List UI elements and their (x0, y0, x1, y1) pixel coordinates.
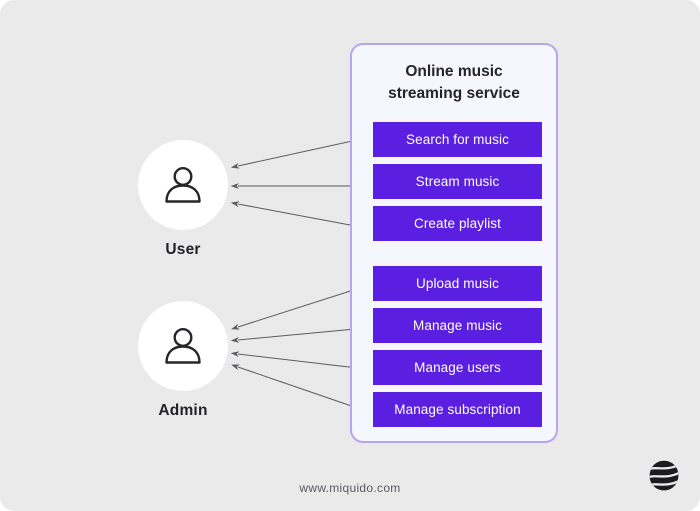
association-admin-manage-users (230, 351, 367, 371)
association-user-playlist (230, 201, 367, 230)
system-title: Online music streaming service (388, 63, 520, 102)
usecase-upload-music[interactable]: Upload music (373, 266, 542, 301)
actor-user-label: User (165, 241, 201, 258)
association-admin-manage-subscription (231, 364, 367, 412)
actor-admin-avatar (138, 301, 228, 391)
actor-admin[interactable]: Admin (138, 301, 228, 420)
actor-user-avatar (138, 140, 228, 230)
person-icon (165, 327, 201, 364)
usecase-group-user: Search for music Stream music Create pla… (373, 122, 542, 241)
usecase-search-for-music[interactable]: Search for music (373, 122, 542, 157)
footer-website-url: www.miquido.com (299, 481, 401, 495)
usecase-create-playlist[interactable]: Create playlist (373, 206, 542, 241)
person-icon (165, 166, 201, 203)
system-boundary: Online music streaming service Search fo… (350, 43, 558, 443)
association-user-search (230, 136, 367, 169)
association-admin-manage-music (230, 325, 367, 343)
usecase-manage-subscription[interactable]: Manage subscription (373, 392, 542, 427)
usecase-manage-music[interactable]: Manage music (373, 308, 542, 343)
usecase-group-admin: Upload music Manage music Manage users M… (373, 266, 542, 427)
usecase-stream-music[interactable]: Stream music (373, 164, 542, 199)
association-admin-upload (231, 285, 367, 330)
usecase-manage-users[interactable]: Manage users (373, 350, 542, 385)
actor-user[interactable]: User (138, 140, 228, 259)
miquido-logo-icon (649, 460, 679, 491)
actor-admin-label: Admin (158, 402, 208, 419)
